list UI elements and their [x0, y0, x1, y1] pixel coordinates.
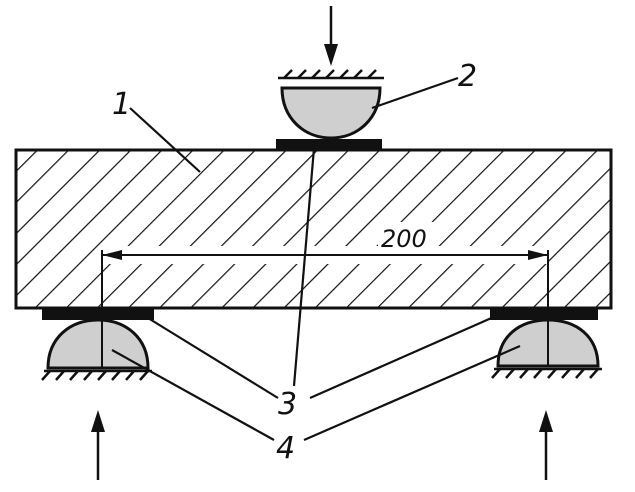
lower-support-right-ground — [491, 367, 602, 379]
upper-support-ground — [278, 69, 384, 80]
reaction-arrow-left — [91, 410, 105, 480]
label-lower-supports: 4 — [276, 431, 295, 466]
span-dimension: 200 — [102, 222, 548, 264]
bottom-pad-right — [490, 308, 598, 320]
dimension-label: 200 — [381, 225, 427, 253]
label-beam: 1 — [112, 87, 131, 122]
label-pads: 3 — [278, 387, 297, 422]
upper-support — [280, 86, 382, 140]
top-pad — [276, 139, 382, 149]
lower-support-left-ground — [41, 369, 152, 381]
leader-lines — [111, 76, 521, 442]
top-load-arrow — [324, 6, 338, 66]
bottom-pad-left — [42, 308, 154, 320]
reaction-arrow-right — [539, 410, 553, 480]
label-upper-support: 2 — [458, 59, 477, 94]
beam-specimen — [14, 148, 613, 310]
